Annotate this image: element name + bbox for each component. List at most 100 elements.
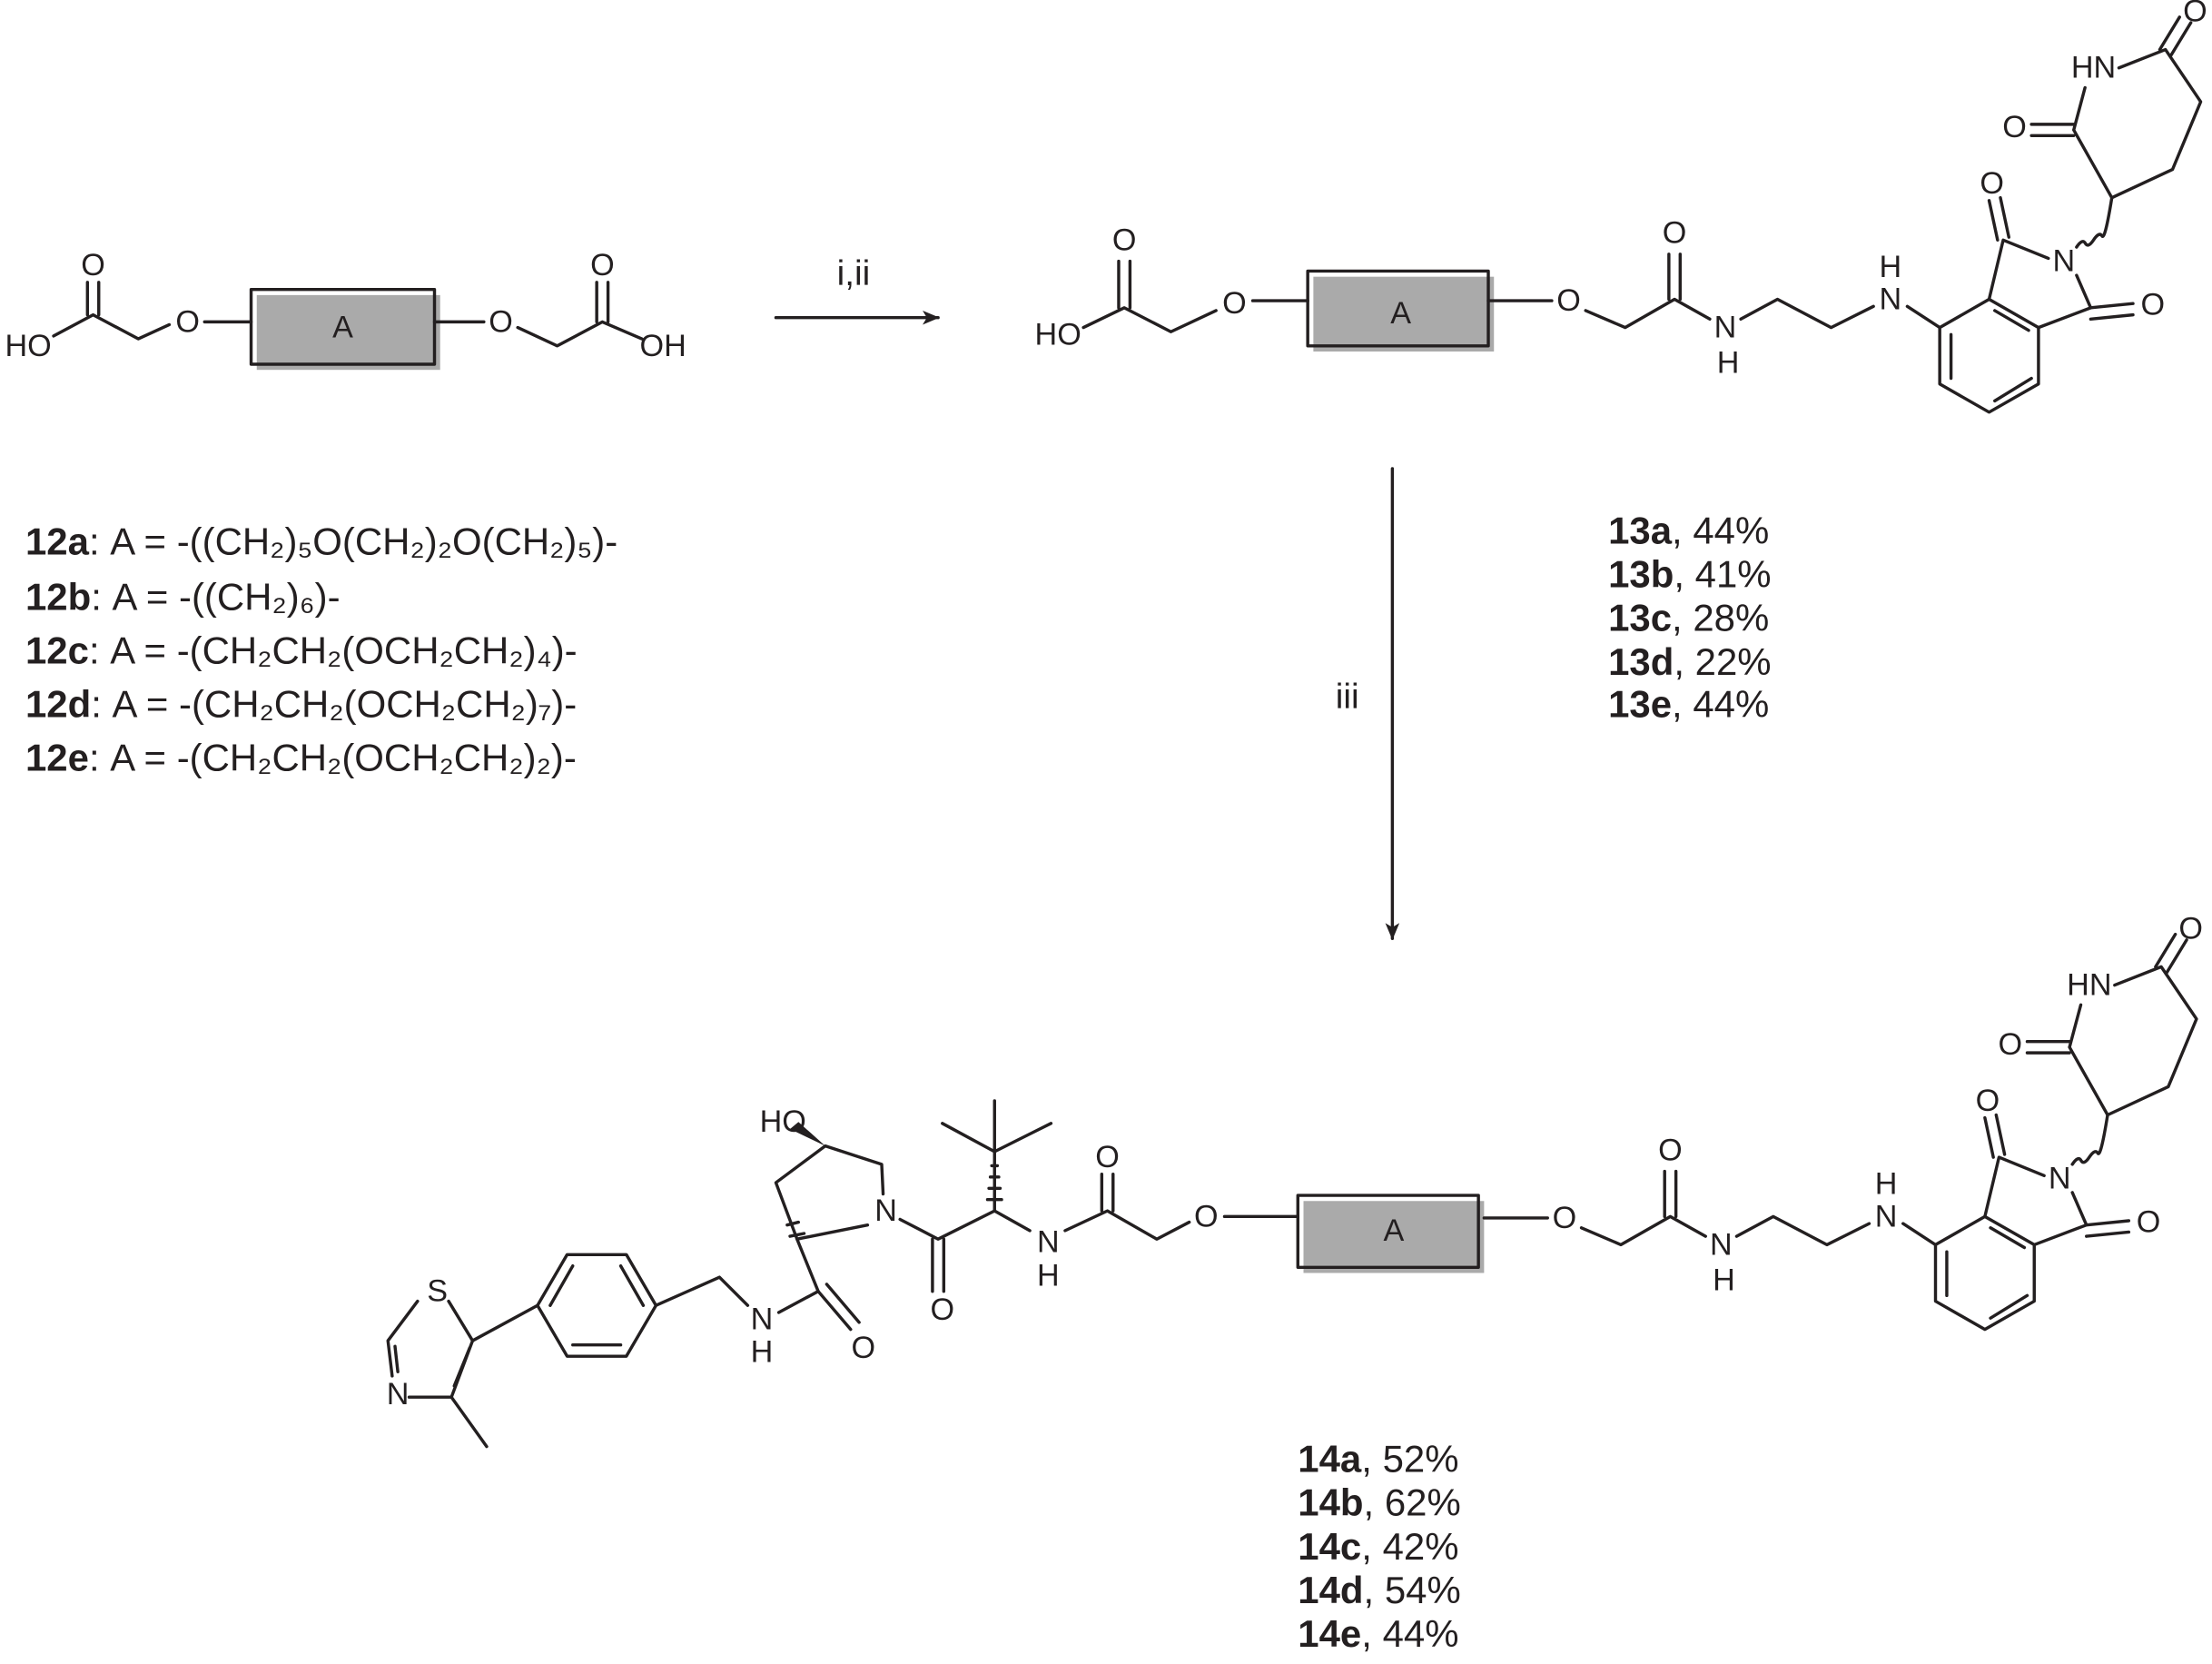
atom-label: O	[2137, 1205, 2161, 1240]
thiazole-ring	[386, 1299, 475, 1399]
atom-label: N	[1710, 1227, 1733, 1262]
yield-item: 13d, 22%	[1608, 640, 1772, 683]
list-item: 12c: A = -(CH₂CH₂(OCH₂CH₂)₄)-	[25, 629, 578, 671]
list-item: 12b: A = -((CH₂)₆)-	[25, 575, 341, 618]
atom-label: HN	[2071, 51, 2116, 85]
bond	[931, 1173, 1115, 1293]
wavy-bond	[2070, 1113, 2109, 1166]
atom-label: O	[2178, 911, 2203, 946]
atom-label: O	[1999, 1027, 2023, 1062]
linker-box	[1303, 1201, 1485, 1273]
yield-item: 14b, 62%	[1298, 1481, 1461, 1524]
tert-butyl	[941, 1099, 1053, 1213]
bond	[1663, 1169, 1678, 1219]
benzene-ring	[1933, 1214, 2036, 1332]
atom-label: O	[930, 1293, 954, 1327]
atom-label: O	[1556, 283, 1581, 318]
atom-label: S	[427, 1274, 448, 1309]
linker-box	[1296, 1194, 1480, 1269]
atom-label: H	[1037, 1259, 1060, 1293]
linker-box	[249, 287, 437, 366]
linker-box	[1313, 276, 1495, 352]
atom-label: H	[1875, 1167, 1898, 1202]
linker-box	[256, 294, 440, 371]
bond	[2025, 932, 2188, 1055]
atom-label: OH	[640, 329, 686, 363]
pomalidomide-linker-fragment: O O N H N H O N O O HN O	[1482, 911, 2203, 1332]
atom-label: H	[751, 1334, 774, 1369]
atom-label: HO	[5, 329, 51, 363]
atom-label: O	[1553, 1201, 1577, 1235]
atom-label: O	[851, 1331, 875, 1365]
bond	[470, 1303, 539, 1342]
atom-label: HO	[760, 1104, 806, 1139]
list-item: 12d: A = -(CH₂CH₂(OCH₂CH₂)₇)-	[25, 682, 577, 725]
bond	[1117, 259, 1132, 310]
glutarimide-ring	[2068, 965, 2198, 1117]
linker-label: A	[1390, 296, 1411, 331]
atom-label: O	[2183, 0, 2207, 29]
linker-label: A	[1384, 1213, 1405, 1248]
yield-item: 13b, 41%	[1608, 552, 1772, 595]
reaction-conditions-label: iii	[1336, 678, 1359, 717]
benzene-ring	[1938, 297, 2040, 414]
yield-item: 13e, 44%	[1608, 682, 1769, 725]
bond	[1983, 1113, 2131, 1238]
atom-label: N	[2049, 1161, 2071, 1195]
bond	[1081, 306, 1218, 333]
atom-label: O	[1112, 223, 1137, 257]
list-item: 12e: A = -(CH₂CH₂(OCH₂CH₂)₂)-	[25, 736, 577, 778]
reaction-conditions-label: i,ii	[837, 254, 871, 293]
hash-bond	[985, 1164, 1003, 1202]
atom-label: O	[1194, 1199, 1219, 1233]
atom-label: O	[1976, 1084, 2000, 1118]
linker-box	[1306, 269, 1490, 348]
pomalidomide-linker-fragment: O O N H N H O N O O HN O	[1486, 0, 2207, 414]
bond	[1667, 253, 1683, 302]
atom-label: HO	[1035, 317, 1081, 352]
atom-label: O	[81, 248, 105, 282]
atom-label: O	[175, 304, 200, 339]
atom-label: N	[751, 1302, 774, 1337]
intermediate-yield-list: 13a, 44% 13b, 41% 13c, 28% 13d, 22% 13e,…	[1608, 509, 1772, 725]
benzene-ring	[536, 1253, 658, 1358]
atom-label: H	[1717, 345, 1740, 380]
bond	[654, 1237, 820, 1314]
atom-label: N	[2053, 244, 2076, 279]
yield-item: 13a, 44%	[1608, 509, 1769, 551]
atom-label: O	[1663, 216, 1687, 251]
atom-label: N	[1714, 311, 1737, 345]
starting-material-list: 12a: A = -((CH₂)₅O(CH₂)₂O(CH₂)₅)- 12b: A…	[25, 520, 617, 779]
atom-label: N	[1879, 282, 1901, 317]
bond	[432, 320, 644, 348]
product-yield-list: 14a, 52% 14b, 62% 14c, 42% 14d, 54% 14e,…	[1298, 1438, 1461, 1656]
atom-label: O	[1222, 286, 1247, 321]
wavy-bond	[2075, 195, 2114, 249]
atom-label: O	[1658, 1133, 1683, 1167]
wedge-bond	[790, 1122, 825, 1146]
atom-label: N	[1037, 1224, 1060, 1259]
methyl-bond	[449, 1395, 489, 1449]
atom-label: HN	[2067, 968, 2111, 1003]
atom-label: O	[489, 304, 513, 339]
bond	[1486, 297, 1941, 330]
atom-label: O	[1980, 166, 2004, 201]
bond	[898, 1209, 1191, 1241]
hash-bond	[785, 1220, 806, 1238]
atom-label: O	[2140, 288, 2165, 322]
list-item: 12a: A = -((CH₂)₅O(CH₂)₂O(CH₂)₅)-	[25, 520, 617, 563]
bond	[85, 281, 101, 317]
yield-item: 13c, 28%	[1608, 597, 1769, 639]
atom-label: H	[1713, 1263, 1735, 1297]
atom-label: N	[874, 1194, 897, 1228]
atom-label: O	[590, 248, 615, 282]
yield-item: 14e, 44%	[1298, 1612, 1458, 1655]
atom-label: O	[2002, 110, 2027, 144]
atom-label: N	[1875, 1199, 1898, 1233]
bond	[52, 312, 172, 341]
yield-item: 14c, 42%	[1298, 1525, 1458, 1568]
atom-label: H	[1879, 250, 1901, 284]
bond	[595, 281, 610, 324]
bond	[2029, 15, 2193, 138]
